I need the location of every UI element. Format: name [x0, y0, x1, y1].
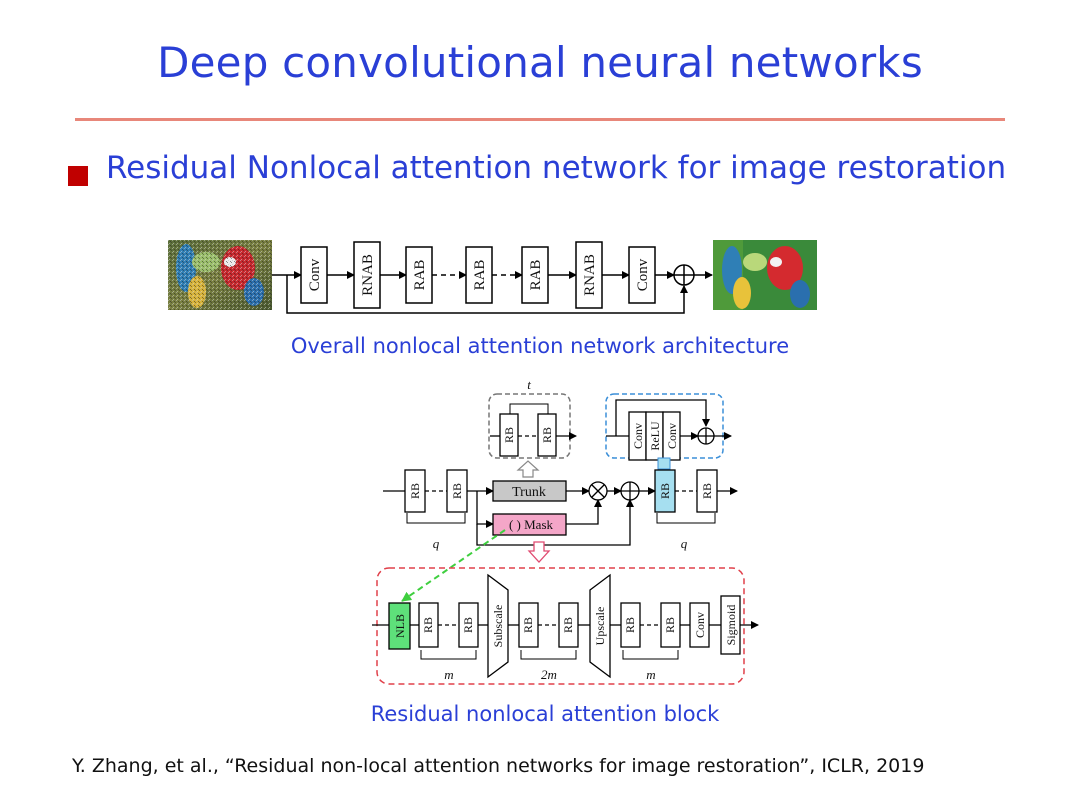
nlb-block — [388, 602, 411, 650]
rb-detail-conv-2-label: Conv — [665, 423, 679, 449]
trunk-detail-box — [488, 393, 571, 459]
trunk-detail-rb-2 — [537, 413, 557, 457]
mask-detail-box — [376, 567, 745, 685]
mask-group3-rb-1-label: RB — [623, 617, 637, 633]
rb-highlight-connector — [657, 457, 671, 470]
nlb-label: NLB — [393, 614, 407, 638]
top-block-5 — [521, 246, 549, 304]
trunk-label: Trunk — [512, 485, 546, 500]
bullet-text: Residual Nonlocal attention network for … — [106, 150, 1007, 186]
rb-detail-conv-1-label: Conv — [631, 423, 645, 449]
hollow-down-arrow-icon — [527, 541, 551, 563]
rab-left-rb-1-label: RB — [408, 483, 422, 499]
noisy-parrots-image — [168, 240, 272, 310]
title-divider — [75, 118, 1005, 121]
top-block-5-label: RAB — [528, 260, 544, 291]
caption-nonlocal-block: Residual nonlocal attention block — [370, 702, 720, 726]
rab-right-rb-1-label: RB — [658, 483, 672, 499]
top-block-2 — [353, 241, 381, 309]
mask-group1-rb-1-label: RB — [421, 617, 435, 633]
trunk-detail-rb-1-label: RB — [502, 427, 516, 443]
mask-group3-rb-2-label: RB — [663, 617, 677, 633]
caption-overall-architecture: Overall nonlocal attention network archi… — [290, 334, 790, 358]
top-block-4-label: RAB — [472, 260, 488, 291]
mask-group1-rb-2-label: RB — [461, 617, 475, 633]
trunk-detail-rb-2-label: RB — [540, 427, 554, 443]
top-block-1-label: Conv — [307, 258, 323, 291]
bullet-square-icon — [68, 166, 88, 186]
top-block-3 — [405, 246, 433, 304]
upscale-block — [589, 573, 611, 679]
mask-conv-label: Conv — [693, 612, 707, 638]
rb-detail-relu-label: ReLU — [648, 421, 662, 451]
label-t: t — [527, 377, 531, 392]
citation: Y. Zhang, et al., “Residual non-local at… — [72, 755, 925, 777]
rab-left-rb-2-label: RB — [450, 483, 464, 499]
label-q-left: q — [433, 536, 440, 551]
hollow-up-arrow-icon — [516, 460, 540, 478]
rb-detail-sum-icon — [697, 427, 715, 445]
top-block-2-label: RNAB — [360, 254, 376, 296]
label-q-right: q — [681, 536, 688, 551]
top-block-7-label: Conv — [635, 258, 651, 291]
top-block-3-label: RAB — [412, 260, 428, 291]
top-block-4 — [465, 246, 493, 304]
trunk-detail-rb-1 — [499, 413, 519, 457]
rab-sum-icon — [620, 481, 640, 501]
mask-group2-rb-2-label: RB — [561, 617, 575, 633]
mask-label: ( ) Mask — [509, 517, 554, 532]
sigmoid-label: Sigmoid — [724, 605, 738, 646]
clean-parrots-image — [713, 240, 817, 310]
subscale-label: Subscale — [491, 605, 505, 648]
label-2m: 2m — [541, 667, 557, 682]
multiply-icon — [588, 481, 608, 501]
label-m-2: m — [646, 667, 655, 682]
top-block-6-label: RNAB — [582, 254, 598, 296]
subscale-block — [487, 573, 509, 679]
nlb-pointer-arrow — [401, 529, 506, 602]
mask-group2-rb-1-label: RB — [521, 617, 535, 633]
upscale-label: Upscale — [593, 607, 607, 646]
label-m-1: m — [444, 667, 453, 682]
rab-right-rb-2-label: RB — [700, 483, 714, 499]
top-sum-icon — [673, 264, 695, 286]
slide-title: Deep convolutional neural networks — [157, 38, 923, 87]
